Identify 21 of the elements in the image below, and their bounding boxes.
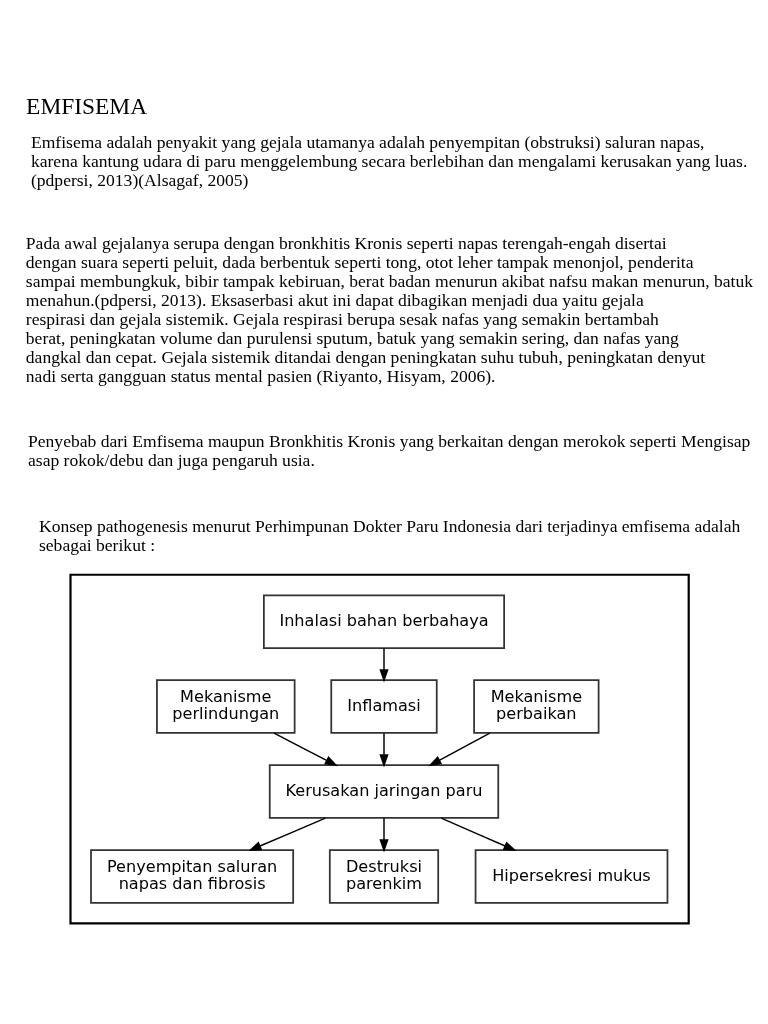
arrow [428, 731, 491, 766]
cluster [69, 573, 690, 924]
arrow [379, 816, 389, 852]
arrow [273, 731, 338, 766]
node-box: Penyempitan saluran napas dan fibrosis [90, 848, 295, 904]
node-box: Hipersekresi mukus [474, 848, 669, 904]
arrow [379, 731, 389, 767]
label: Konsep pathogenesis menurut Perhimpunan Dokter Paru Indonesia dari terjadinya emfisema adalah sebagai berikut : [39, 515, 741, 555]
label: Emfisema adalah penyakit yang gejala utamanya adalah penyempitan (obstruksi) saluran napas, karena kantung udara di paru menggelembung secara berlebihan dan mengalami kerusakan yang luas. (pdpersi, 2013)(Alsagaf, 2005) [30, 131, 748, 190]
label: Penyebab dari Emfisema maupun Bronkhitis Kronis yang berkaitan dengan merokok seperti Mengisap asap rokok/debu dan juga pengaruh usia. [28, 430, 751, 470]
label: Pada awal gejalanya serupa dengan bronkhitis Kronis seperti napas terengah-engah disertai dengan suara seperti peluit, dada berbentuk seperti tong, otot leher tampak menonjol, penderita sampai membungkuk, bibir tampak kebiruan, berat badan menurun akibat nafsu makan menurun, batuk menahun.(pdpersi, 2013). Eksaserbasi akut ini dapat dibagikan menjadi dua yaitu gejala respirasi dan gejala sistemik. Gejala respirasi berupa sesak nafas yang semakin bertambah berat, peningkatan volume dan purulensi sputum, batuk yang semakin sering, dan nafas yang dangkal dan cepat. Gejala sistemik ditandai dengan peningkatan suhu tubuh, peningkatan denyut nadi serta gangguan status mental pasien (Riyanto, Hisyam, 2006). [25, 232, 753, 386]
diagram-title: EMFISEMA [26, 92, 148, 119]
arrow [248, 816, 327, 851]
arrow [440, 816, 517, 851]
node-box: Mekanisme perlindungan [156, 678, 296, 734]
node-box: Inhalasi bahan berbahaya [263, 593, 505, 649]
node-box: Inflamasi [330, 678, 438, 734]
node-box: Destruksi parenkim [328, 848, 440, 904]
node-box: Kerusakan jaringan paru [268, 763, 500, 819]
node-box: Mekanisme perbaikan [473, 678, 600, 734]
arrow [379, 646, 389, 682]
